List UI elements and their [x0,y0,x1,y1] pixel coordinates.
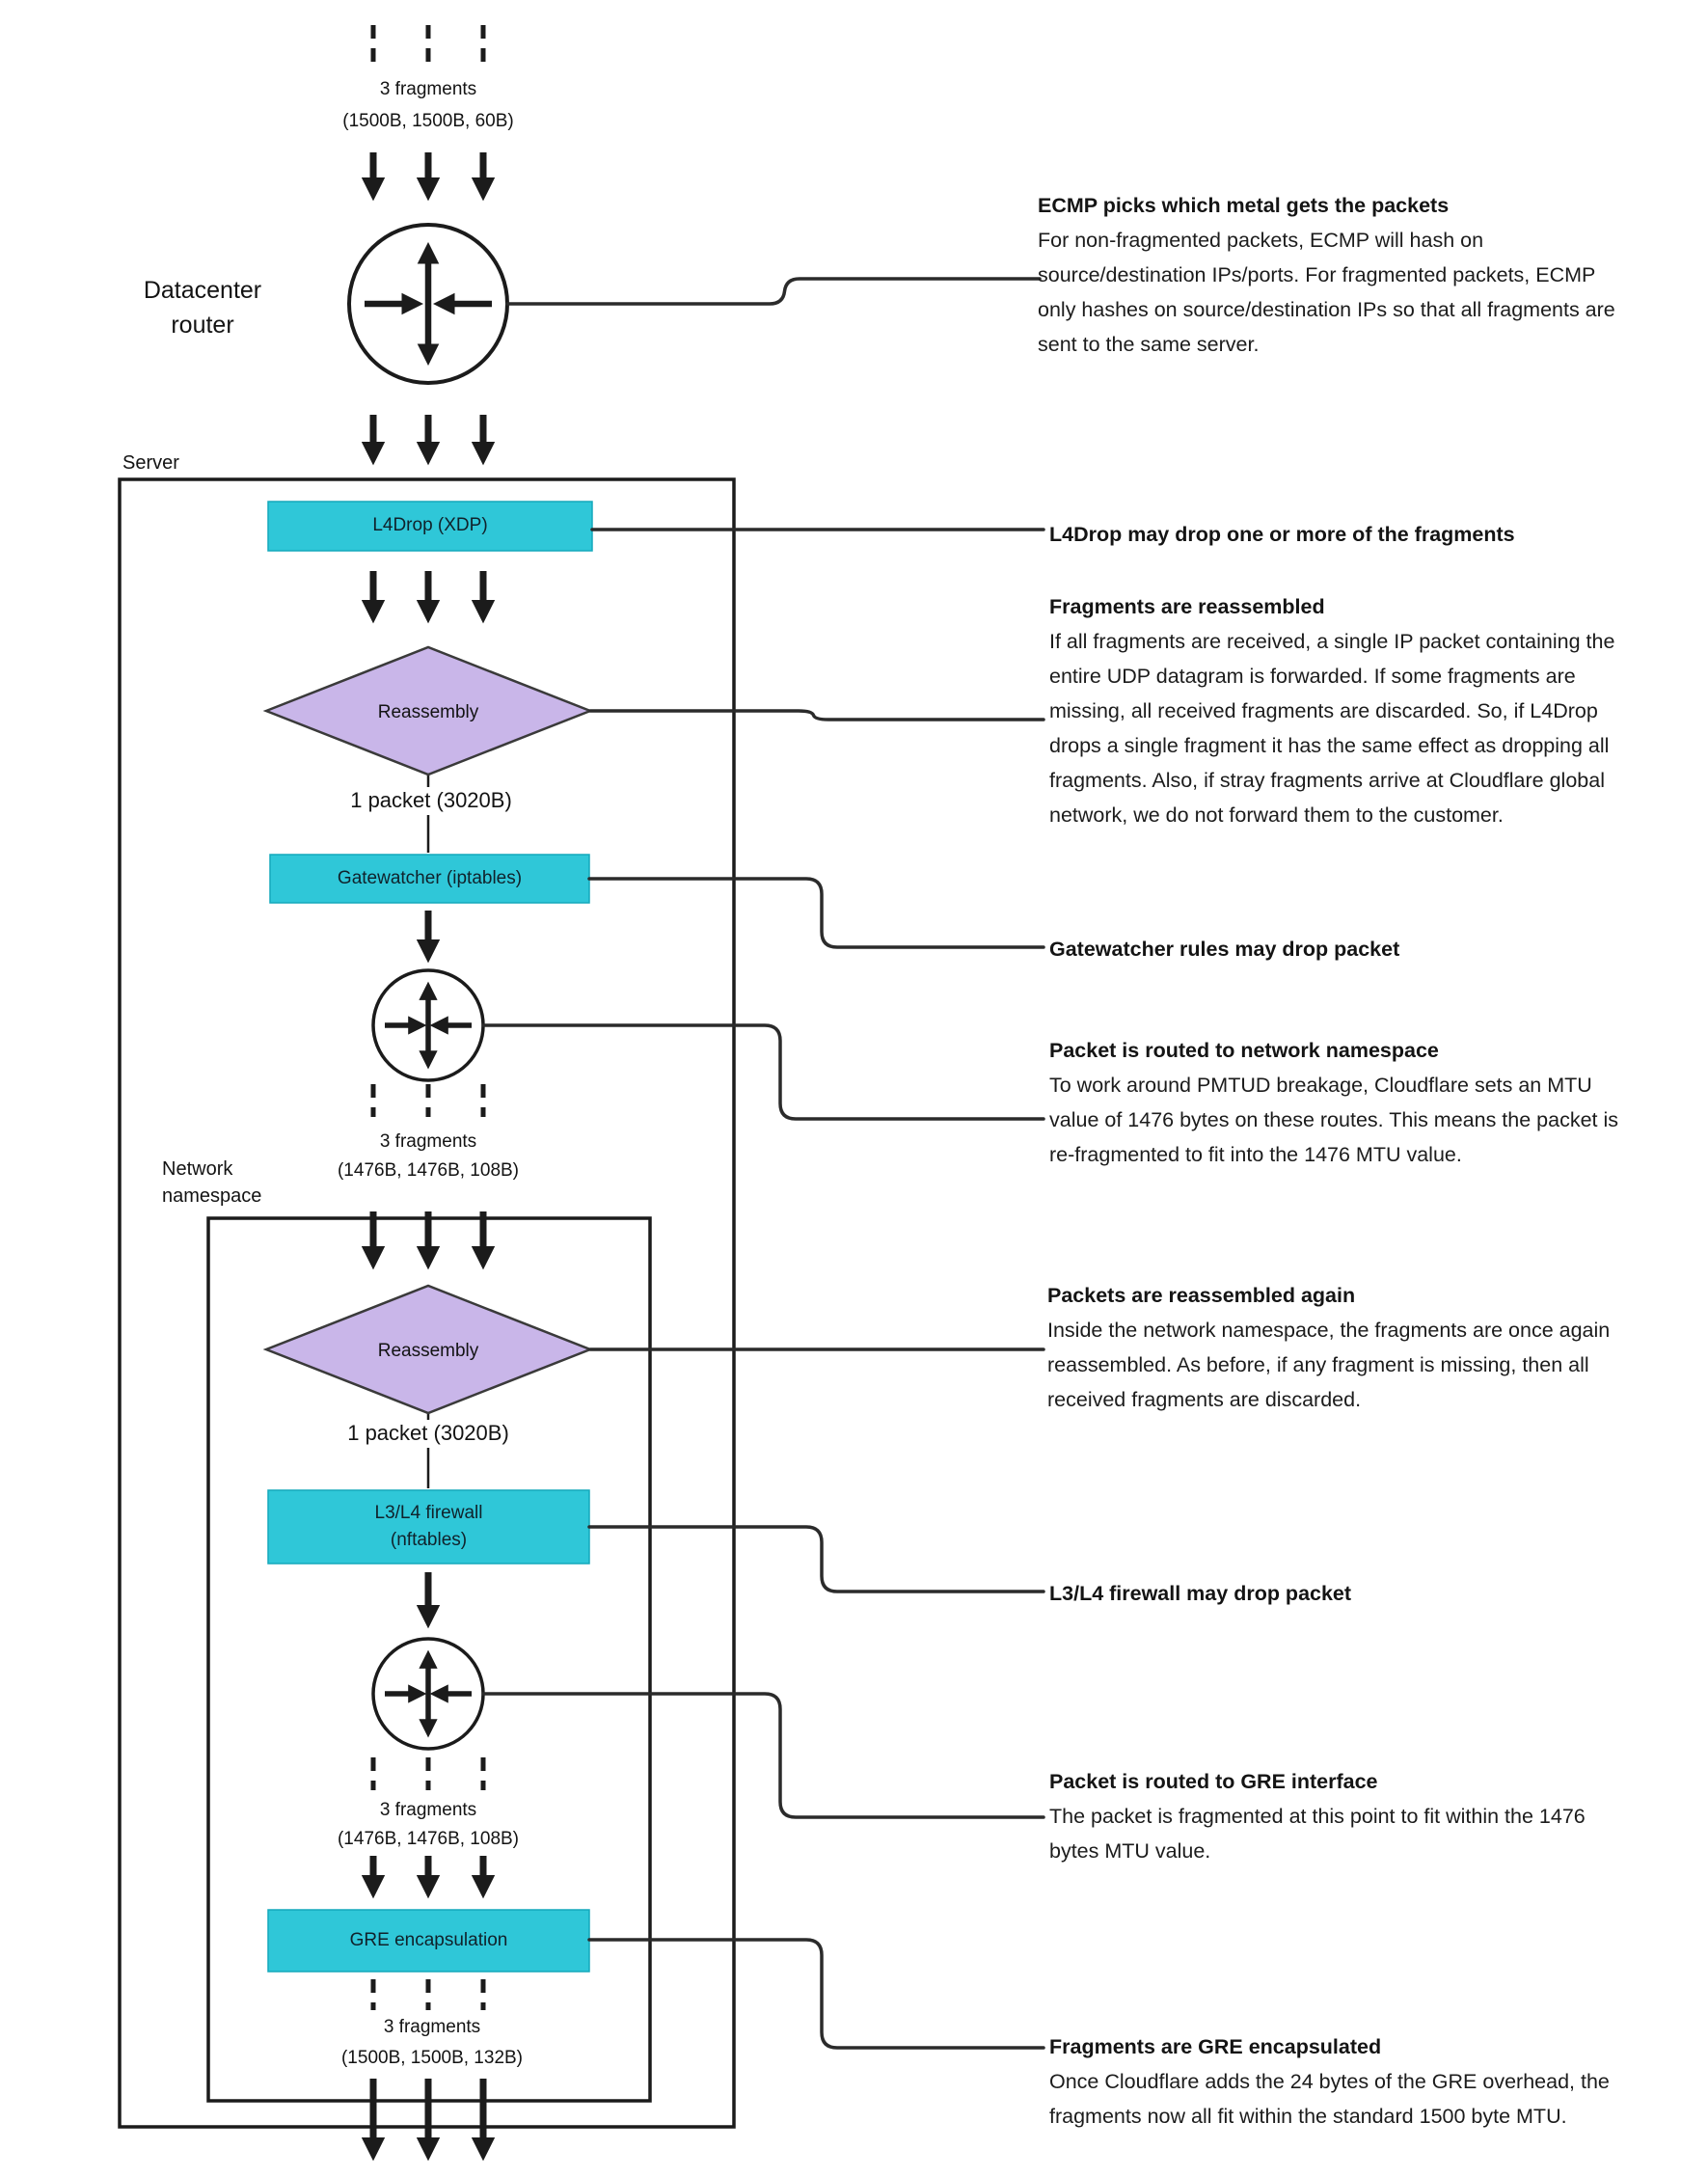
datacenter-router-icon [347,223,509,385]
fragment-dashes-top [370,25,486,64]
annotation-body: If all fragments are received, a single … [1049,630,1615,827]
fragments-gre-in-sizes: (1476B, 1476B, 108B) [337,1829,520,1849]
annotation-title: Packet is routed to network namespace [1049,1039,1439,1062]
annotation-body: The packet is fragmented at this point t… [1049,1805,1586,1863]
arrows-exit-bottom [361,2079,496,2162]
fragment-dashes-gre-in [370,1757,486,1790]
firewall-label-line2: (nftables) [390,1530,468,1550]
annotation-l4drop: L4Drop may drop one or more of the fragm… [1049,517,1628,552]
fragments-mid-label: 3 fragments [379,1131,477,1152]
annotation-title: Gatewatcher rules may drop packet [1049,938,1400,961]
connector-gre-encap [587,1938,1045,2050]
connector-firewall [587,1525,1045,1593]
packet-1-label: 1 packet (3020B) [342,787,520,815]
annotation-routed-gre: Packet is routed to GRE interface The pa… [1049,1764,1628,1868]
annotation-title: Packets are reassembled again [1047,1284,1356,1307]
routing-icon-gre [371,1637,485,1751]
l4drop-label: L4Drop (XDP) [372,515,488,536]
annotation-title: L3/L4 firewall may drop packet [1049,1582,1352,1605]
reassembly-1-label: Reassembly [377,702,479,722]
connector-ecmp [505,277,1042,306]
fragments-mid-sizes: (1476B, 1476B, 108B) [337,1160,520,1181]
routing-icon-namespace [371,968,485,1082]
arrows-router-to-server [361,415,496,466]
connector-routed-gre [481,1692,1045,1819]
packet-2-label: 1 packet (3020B) [339,1420,517,1448]
firewall-label-line1: L3/L4 firewall [374,1502,483,1523]
gre-label: GRE encapsulation [349,1929,508,1950]
connector-gatewatcher [587,877,1045,949]
arrows-into-router [361,152,496,202]
connector-reassembly-1 [588,709,1045,721]
fragment-dashes-out [370,1979,486,2010]
datacenter-router-label: Datacenter router [143,277,262,340]
arrows-l4drop-to-reassembly [361,571,496,624]
annotation-gre-encap: Fragments are GRE encapsulated Once Clou… [1049,2029,1628,2134]
fragments-out-sizes: (1500B, 1500B, 132B) [340,2048,524,2068]
firewall-label: L3/L4 firewall (nftables) [268,1490,589,1564]
annotation-body: For non-fragmented packets, ECMP will ha… [1038,229,1615,356]
annotation-body: Inside the network namespace, the fragme… [1047,1319,1611,1411]
annotation-body: Once Cloudflare adds the 24 bytes of the… [1049,2070,1610,2128]
firewall-box [267,1489,590,1565]
annotation-gatewatcher: Gatewatcher rules may drop packet [1049,932,1628,966]
annotation-title: Fragments are GRE encapsulated [1049,2035,1382,2058]
fragments-top-sizes: (1500B, 1500B, 60B) [342,111,514,131]
arrows-into-gre [361,1856,496,1899]
annotation-title: Packet is routed to GRE interface [1049,1770,1378,1793]
network-namespace-label: Network namespace [162,1158,262,1207]
annotation-routed-namespace: Packet is routed to network namespace To… [1049,1033,1628,1172]
fragments-gre-in-label: 3 fragments [379,1800,477,1820]
annotation-reassembled-again: Packets are reassembled again Inside the… [1047,1278,1626,1417]
fragment-dashes-mid [370,1084,486,1117]
annotation-firewall: L3/L4 firewall may drop packet [1049,1576,1628,1611]
server-label: Server [122,452,179,474]
annotation-title: ECMP picks which metal gets the packets [1038,194,1450,217]
reassembly-2-label: Reassembly [377,1341,479,1361]
connector-routed-namespace [481,1023,1045,1121]
annotation-title: Fragments are reassembled [1049,595,1325,618]
reassembly-diamonds [262,645,594,1415]
annotation-title: L4Drop may drop one or more of the fragm… [1049,523,1515,546]
annotation-ecmp: ECMP picks which metal gets the packets … [1038,188,1616,362]
gatewatcher-label: Gatewatcher (iptables) [337,867,523,888]
arrows-into-namespace [361,1211,496,1270]
gre-box [267,1909,590,1973]
fragments-top-label: 3 fragments [379,79,477,99]
annotation-body: To work around PMTUD breakage, Cloudflar… [1049,1074,1619,1166]
annotation-reassembled: Fragments are reassembled If all fragmen… [1049,589,1628,832]
fragments-out-label: 3 fragments [383,2017,481,2037]
l4drop-box [267,501,593,552]
